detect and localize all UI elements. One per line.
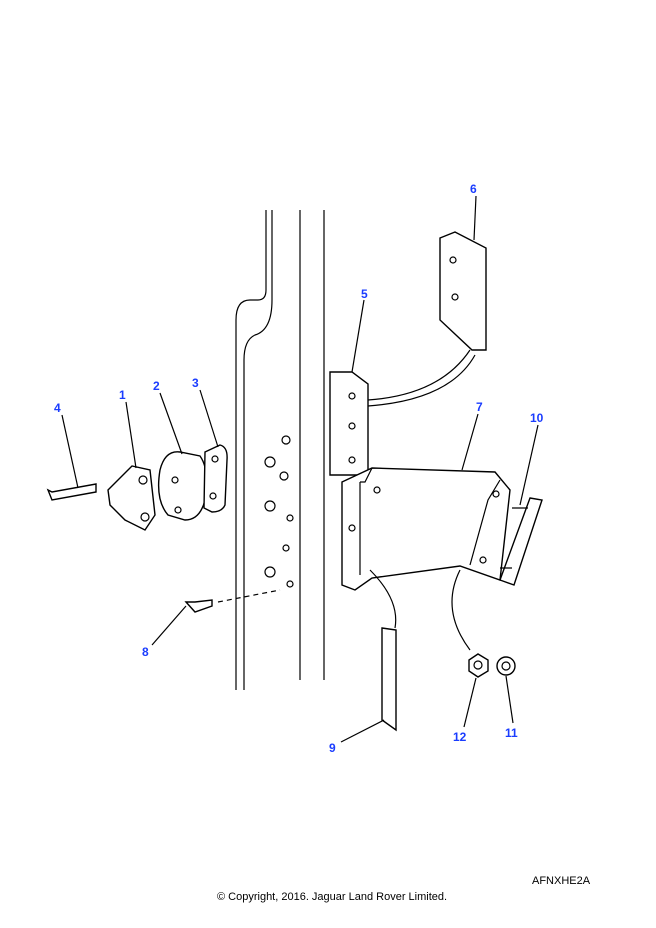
callout-9: 9 (329, 741, 336, 755)
part-2-block (157, 451, 208, 521)
diagram-reference-code: AFNXHE2A (532, 875, 591, 887)
part-1-striker (107, 465, 156, 531)
callout-11: 11 (505, 726, 518, 740)
callout-2: 2 (153, 379, 160, 393)
callout-6: 6 (470, 182, 477, 196)
callout-3: 3 (192, 376, 199, 390)
part-10-plate (499, 497, 543, 586)
part-5-plate (329, 349, 476, 476)
callout-1: 1 (119, 388, 126, 402)
part-7-bracket (341, 467, 511, 591)
copyright-notice: © Copyright, 2016. Jaguar Land Rover Lim… (217, 891, 448, 903)
part-9-strip (369, 569, 397, 732)
callout-10: 10 (530, 411, 544, 425)
callout-12: 12 (453, 730, 467, 744)
leader-lines (61, 195, 539, 743)
callout-4: 4 (54, 401, 61, 415)
callout-7: 7 (476, 400, 483, 414)
body-pillar (235, 210, 325, 690)
part-3-plate (203, 444, 228, 513)
callout-5: 5 (361, 287, 368, 301)
part-4-screw (46, 483, 97, 501)
part-8-screw (184, 589, 281, 613)
part-6-plate (439, 231, 487, 351)
callout-8: 8 (142, 645, 149, 659)
part-11-washer (496, 656, 516, 676)
part-12-nut (468, 653, 489, 678)
